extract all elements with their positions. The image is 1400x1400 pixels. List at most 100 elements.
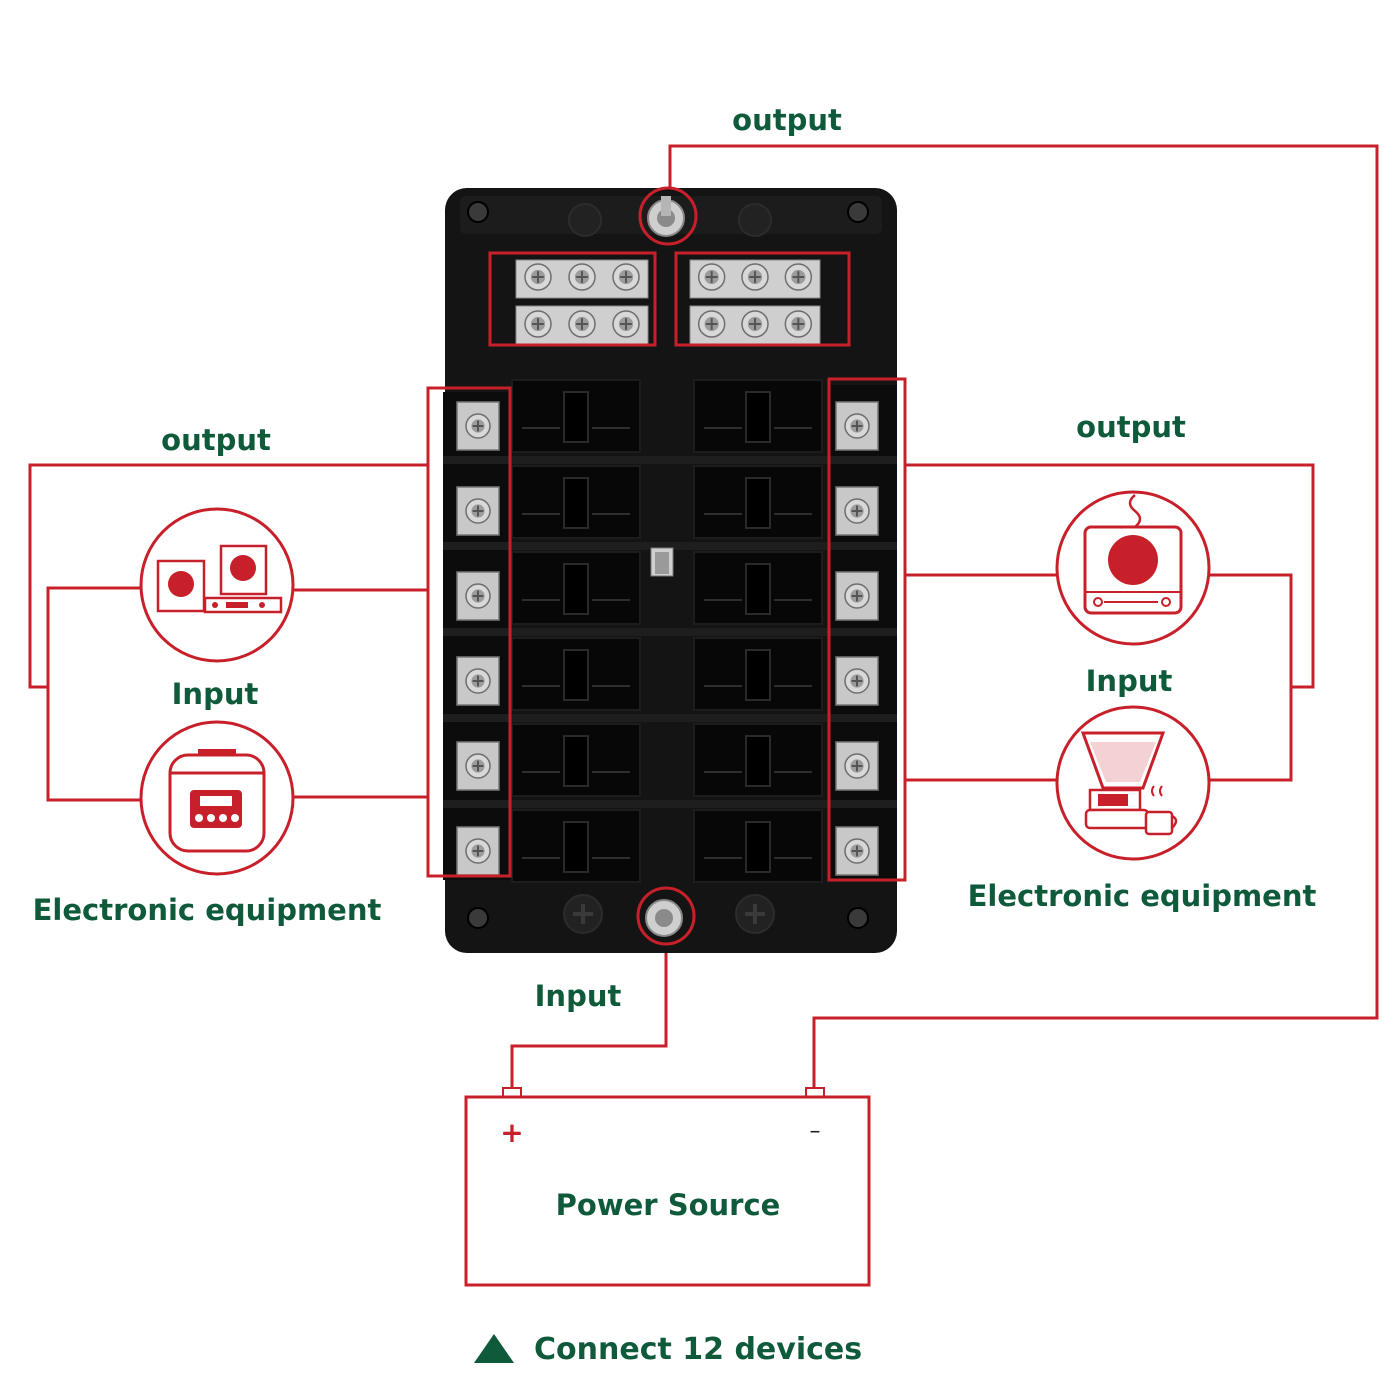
- screw-icon: [465, 668, 491, 694]
- top-output-label: output: [732, 103, 842, 137]
- bottom-input-label: Input: [535, 979, 622, 1013]
- right-output-label: output: [1076, 410, 1186, 444]
- screw-icon: [465, 838, 491, 864]
- left-terminal-highlight: [426, 386, 512, 878]
- bottom-input-wire: [510, 942, 668, 1088]
- right-output-wire: [905, 463, 1315, 689]
- fuse-slot: [693, 723, 823, 797]
- screw-icon: [784, 263, 813, 291]
- top-stud-highlight: [638, 186, 698, 246]
- left-output-wire: [28, 463, 428, 689]
- screw-terminal: [456, 656, 500, 706]
- fuse-slot: [511, 551, 641, 625]
- screw-terminals: [456, 401, 879, 876]
- screw-terminal: [456, 571, 500, 621]
- minus-emboss-icon: [568, 203, 602, 237]
- power-source: + – Power Source: [464, 1087, 871, 1287]
- speaker-icon: [139, 507, 295, 663]
- screw-icon: [465, 753, 491, 779]
- screw-icon: [612, 263, 640, 291]
- highlight-boxes: [426, 186, 907, 946]
- mounting-hole: [847, 201, 869, 223]
- battery-plus-label: +: [500, 1116, 523, 1149]
- right-return-wire: [1210, 573, 1293, 782]
- bottom-input-stud-icon: [645, 899, 683, 937]
- screw-icon: [697, 310, 726, 338]
- mounting-hole: [847, 907, 869, 929]
- left-equipment-label: Electronic equipment: [33, 893, 382, 927]
- fuse-slot: [511, 379, 641, 453]
- screw-icon: [844, 498, 870, 524]
- fuse-slot: [511, 637, 641, 711]
- fuse-slot: [693, 809, 823, 883]
- right-terminal-highlight: [827, 377, 907, 882]
- screw-terminal: [456, 826, 500, 876]
- fuse-block: [443, 188, 897, 953]
- right-input-label: Input: [1086, 664, 1173, 698]
- screw-icon: [844, 413, 870, 439]
- screw-terminal: [456, 486, 500, 536]
- screw-icon: [844, 753, 870, 779]
- screw-icon: [784, 310, 813, 338]
- right-busbar-highlight: [674, 251, 851, 347]
- mounting-hole: [467, 201, 489, 223]
- screw-icon: [465, 413, 491, 439]
- battery-box: [464, 1095, 871, 1287]
- screw-terminal: [835, 571, 879, 621]
- rice-cooker-icon: [139, 720, 295, 876]
- screw-terminal: [456, 401, 500, 451]
- induction-cooker-icon: [1055, 490, 1211, 646]
- top-output-wire: [668, 144, 1379, 1088]
- fuse-slot: [693, 551, 823, 625]
- screw-icon: [844, 583, 870, 609]
- fuse-slot: [511, 465, 641, 539]
- screw-terminal: [835, 741, 879, 791]
- screw-terminal: [835, 401, 879, 451]
- wires: [28, 144, 1379, 1088]
- footer-label: Connect 12 devices: [534, 1332, 862, 1367]
- screw-icon: [844, 838, 870, 864]
- bus-bar: [515, 259, 649, 347]
- left-input-label: Input: [172, 677, 259, 711]
- screw-terminal: [456, 741, 500, 791]
- coffee-machine-icon: [1055, 705, 1211, 861]
- fuse-slot: [693, 379, 823, 453]
- screw-terminal: [835, 656, 879, 706]
- mounting-hole: [467, 907, 489, 929]
- labels: output output output Input Input Input E…: [33, 103, 1317, 1013]
- screw-icon: [524, 310, 552, 338]
- right-equipment-label: Electronic equipment: [968, 879, 1317, 913]
- screw-terminal: [835, 826, 879, 876]
- screw-icon: [465, 498, 491, 524]
- bus-bars: [515, 259, 821, 347]
- screw-icon: [568, 310, 596, 338]
- left-return-wire: [46, 586, 140, 802]
- screw-icon: [697, 263, 726, 291]
- minus-emboss-icon: [738, 203, 772, 237]
- center-stud-icon: [650, 547, 674, 577]
- screw-icon: [741, 263, 769, 291]
- screw-icon: [741, 310, 769, 338]
- screw-icon: [465, 583, 491, 609]
- screw-terminal: [835, 486, 879, 536]
- fuse-slot: [511, 809, 641, 883]
- top-output-stud-icon: [647, 196, 685, 237]
- fuse-slot: [693, 465, 823, 539]
- fuse-slots: [443, 379, 897, 883]
- left-busbar-highlight: [488, 251, 657, 347]
- screw-icon: [524, 263, 552, 291]
- screw-icon: [844, 668, 870, 694]
- bus-bar: [689, 259, 821, 347]
- fuse-slot: [693, 637, 823, 711]
- screw-icon: [612, 310, 640, 338]
- power-source-label: Power Source: [556, 1188, 781, 1222]
- triangle-icon: [474, 1334, 514, 1363]
- bottom-stud-highlight: [636, 886, 696, 946]
- footer: Connect 12 devices: [474, 1332, 862, 1367]
- screw-icon: [568, 263, 596, 291]
- left-output-label: output: [161, 423, 271, 457]
- fuse-slot: [511, 723, 641, 797]
- battery-minus-label: –: [810, 1119, 821, 1144]
- mounting-holes: [467, 201, 869, 929]
